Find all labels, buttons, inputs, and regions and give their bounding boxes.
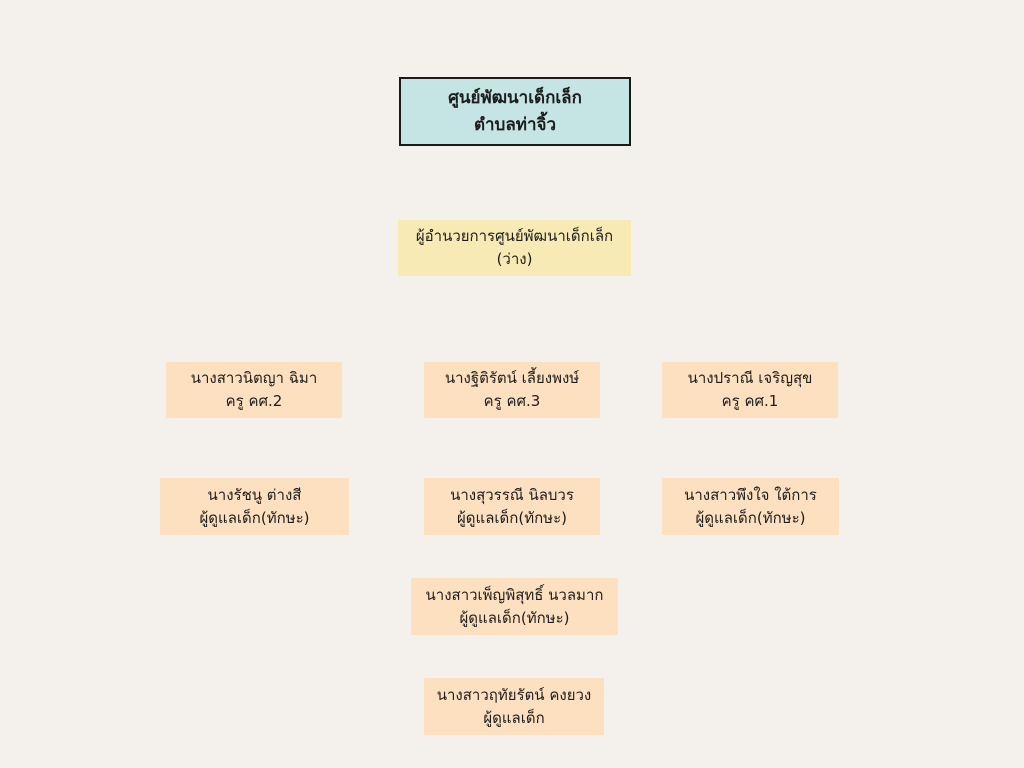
staff-name: นางสุวรรณี นิลบวร <box>450 485 574 504</box>
staff-position: ผู้ดูแลเด็ก(ทักษะ) <box>695 508 806 527</box>
caregiver-box-4: นางสาวเพ็ญพิสุทธิ์ นวลมาก ผู้ดูแลเด็ก(ทั… <box>411 578 618 635</box>
staff-position: ครู คศ.1 <box>721 392 779 410</box>
staff-position: ครู คศ.3 <box>483 392 541 410</box>
staff-name: นางรัชนู ต่างสี <box>207 485 302 504</box>
staff-position: ผู้ดูแลเด็ก(ทักษะ) <box>199 508 310 527</box>
staff-name: นางฐิติรัตน์ เลี้ยงพงษ์ <box>444 369 580 387</box>
staff-name: นางสาวเพ็ญพิสุทธิ์ นวลมาก <box>425 585 604 604</box>
caregiver-box-3: นางสาวพึงใจ ใต้การ ผู้ดูแลเด็ก(ทักษะ) <box>662 478 839 535</box>
teacher-box-3: นางปราณี เจริญสุข ครู คศ.1 <box>662 362 838 418</box>
caregiver-box-1: นางรัชนู ต่างสี ผู้ดูแลเด็ก(ทักษะ) <box>160 478 349 535</box>
staff-name: นางปราณี เจริญสุข <box>687 369 813 387</box>
director-status: (ว่าง) <box>496 250 533 268</box>
staff-position: ผู้ดูแลเด็ก <box>483 708 545 727</box>
staff-name: นางสาวฤทัยรัตน์ คงยวง <box>436 685 592 704</box>
caregiver-box-5: นางสาวฤทัยรัตน์ คงยวง ผู้ดูแลเด็ก <box>424 678 604 735</box>
staff-position: ครู คศ.2 <box>225 392 283 410</box>
org-title-line2: ตำบลท่าจิ้ว <box>473 114 557 135</box>
director-box: ผู้อำนวยการศูนย์พัฒนาเด็กเล็ก (ว่าง) <box>398 220 631 276</box>
org-title-line1: ศูนย์พัฒนาเด็กเล็ก <box>448 87 582 108</box>
director-role: ผู้อำนวยการศูนย์พัฒนาเด็กเล็ก <box>415 227 614 245</box>
staff-position: ผู้ดูแลเด็ก(ทักษะ) <box>457 508 567 527</box>
staff-name: นางสาวนิตญา ฉิมา <box>190 369 318 387</box>
org-title-box: ศูนย์พัฒนาเด็กเล็ก ตำบลท่าจิ้ว <box>399 77 631 146</box>
caregiver-box-2: นางสุวรรณี นิลบวร ผู้ดูแลเด็ก(ทักษะ) <box>424 478 600 535</box>
staff-name: นางสาวพึงใจ ใต้การ <box>684 485 817 504</box>
staff-position: ผู้ดูแลเด็ก(ทักษะ) <box>459 608 570 627</box>
teacher-box-2: นางฐิติรัตน์ เลี้ยงพงษ์ ครู คศ.3 <box>424 362 600 418</box>
teacher-box-1: นางสาวนิตญา ฉิมา ครู คศ.2 <box>166 362 342 418</box>
